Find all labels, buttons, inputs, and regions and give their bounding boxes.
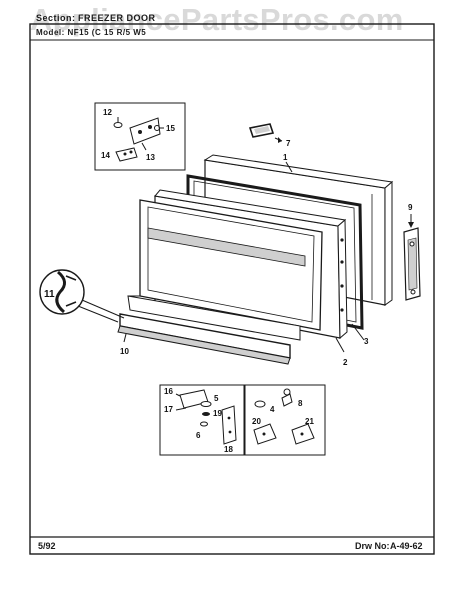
callout-11: 11 [44,289,55,300]
callout-2: 2 [343,358,348,367]
callout-5: 5 [214,394,219,403]
footer-date: 5/92 [38,541,56,551]
lower-hinge-detail-box [159,384,245,456]
nameplate-7 [248,123,283,143]
callout-20: 20 [252,417,261,426]
callout-15: 15 [166,124,175,133]
callout-8: 8 [298,399,303,408]
callout-10: 10 [120,347,129,356]
callout-6: 6 [196,431,201,440]
footer-drawing-label: Drw No: [355,541,390,551]
callout-21: 21 [305,417,314,426]
callout-14: 14 [101,151,110,160]
bracket-detail-box [244,384,326,456]
detail-circle-11 [39,269,125,323]
model-line: Model: NF15 (C 15 R/5 W5 [36,28,147,37]
callout-12: 12 [103,108,112,117]
screw-12 [113,122,123,128]
door-bin [127,199,323,341]
section-value: FREEZER DOOR [78,13,156,23]
callout-17: 17 [164,405,173,414]
footer-drawing-number: A-49-62 [390,541,423,551]
callout-16: 16 [164,387,173,396]
callout-1: 1 [283,153,288,162]
callout-3: 3 [364,337,369,346]
watermark: AppliancePartsPros.com [30,2,404,37]
callout-13: 13 [146,153,155,162]
door-handle-10 [117,313,291,365]
page-border [29,23,435,555]
door-stop-9 [403,214,421,301]
callout-19: 19 [213,409,222,418]
callout-18: 18 [224,445,233,454]
section-label: Section: [36,13,76,23]
bracket-14 [115,147,138,162]
hinge-detail-box [94,102,186,171]
callout-4: 4 [270,405,275,414]
hinge-plate [129,117,161,145]
callout-9: 9 [408,203,413,212]
callout-7: 7 [286,139,291,148]
